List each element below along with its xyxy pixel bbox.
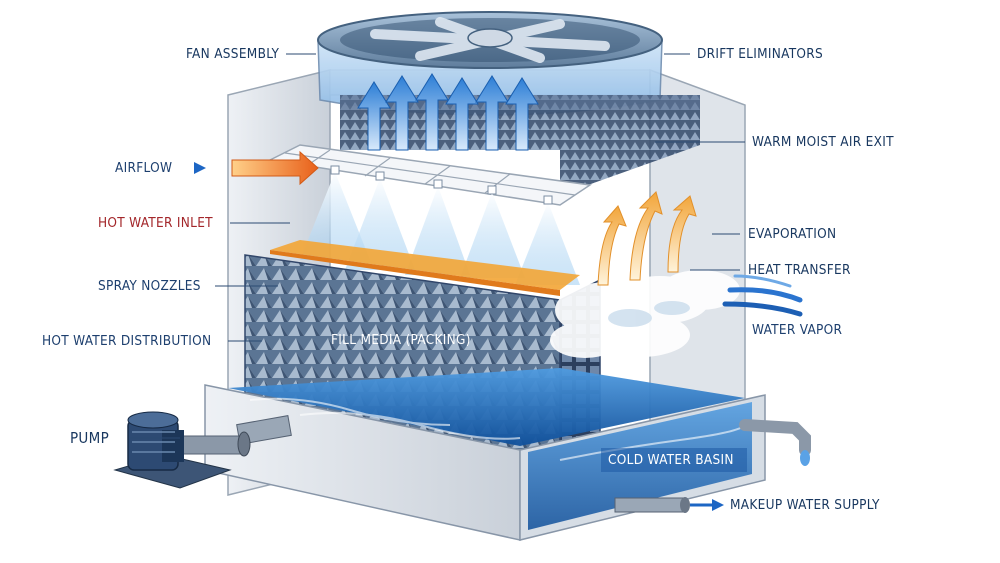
label-spray-nozzles: SPRAY NOZZLES (98, 278, 201, 294)
label-evaporation: EVAPORATION (748, 226, 837, 242)
label-hot-water-distribution: HOT WATER DISTRIBUTION (42, 333, 212, 349)
label-water-vapor: WATER VAPOR (752, 322, 843, 338)
label-pump: PUMP (70, 429, 110, 447)
label-hot-water-inlet: HOT WATER INLET (98, 215, 213, 231)
label-airflow: AIRFLOW (115, 160, 173, 176)
label-cold-water-basin: COLD WATER BASIN (608, 452, 734, 468)
label-fan-assembly: FAN ASSEMBLY (186, 46, 280, 62)
label-warm-moist-air-exit: WARM MOIST AIR EXIT (752, 134, 894, 150)
label-heat-transfer: HEAT TRANSFER (748, 262, 851, 278)
label-drift-eliminators: DRIFT ELIMINATORS (697, 46, 824, 62)
label-makeup-water-supply: MAKEUP WATER SUPPLY (730, 497, 880, 513)
label-fill-media: FILL MEDIA (PACKING) (331, 332, 471, 348)
